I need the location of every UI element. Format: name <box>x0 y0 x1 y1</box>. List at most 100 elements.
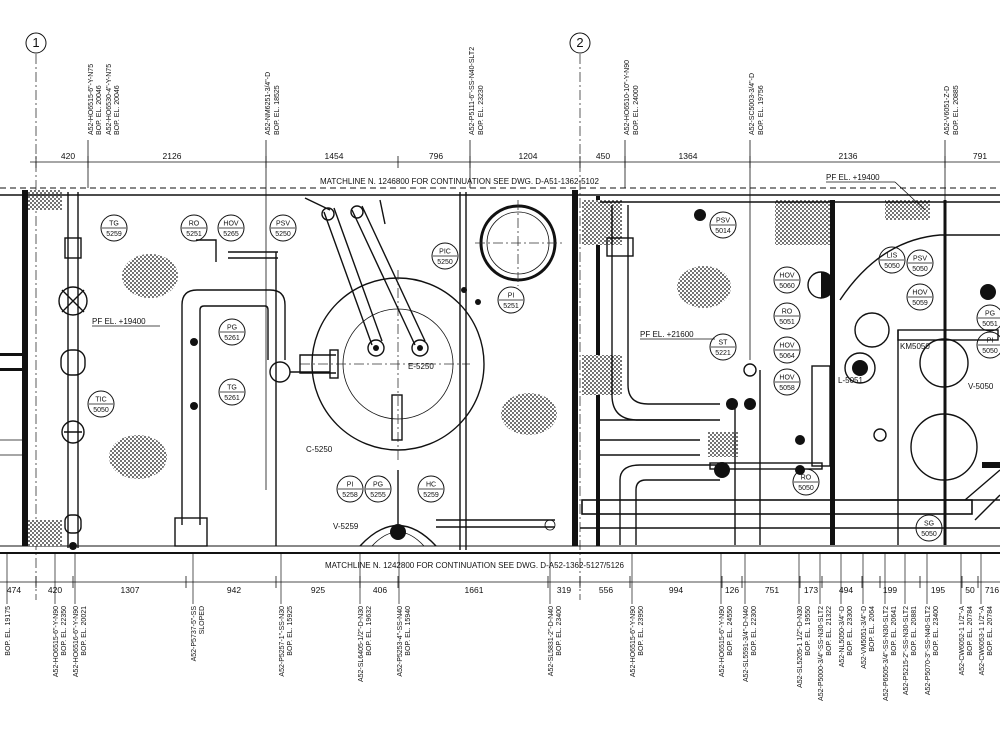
dim-bottom: 994 <box>669 585 683 595</box>
line-tag: A52-P5253-4"-SS-N40 <box>397 606 404 677</box>
instrument-number: 5265 <box>223 231 239 238</box>
dim-top: 2126 <box>163 151 182 161</box>
dim-top: 1364 <box>679 151 698 161</box>
top-dimension-chain: 420 2126 1454 796 1204 450 1364 2136 791 <box>30 151 1000 168</box>
dim-top: 796 <box>429 151 443 161</box>
instrument-number: 5050 <box>798 485 814 492</box>
dim-bottom: 556 <box>599 585 613 595</box>
line-elevation: BOP. EL. 18525 <box>274 85 281 135</box>
instrument-bubble: HOV 5265 <box>217 214 245 242</box>
instrument-bubble: RO 5251 <box>180 214 208 242</box>
line-tag: A52-SC5003-3/4"-D <box>749 73 756 135</box>
instrument-number: 5050 <box>982 348 998 355</box>
line-tag: A52-SL5591-3/4"-D-N40 <box>743 606 750 682</box>
grid-label: 2 <box>576 35 583 50</box>
instrument-type: PG <box>227 325 237 332</box>
dim-bottom: 1661 <box>465 585 484 595</box>
vertical-pipe-left <box>58 192 88 550</box>
grid-axis-1: 1 <box>25 32 47 600</box>
instrument-number: 5251 <box>186 231 202 238</box>
line-tag: A52-SL6405-1/2"-D-N30 <box>358 606 365 682</box>
dim-top: 1204 <box>519 151 538 161</box>
instrument-number: 5058 <box>779 385 795 392</box>
dim-bottom: 942 <box>227 585 241 595</box>
instrument-bubble: PI 5050 <box>976 331 1000 359</box>
instrument-number: 5050 <box>93 407 109 414</box>
grid-axis-2: 2 <box>569 32 591 600</box>
line-elevation: BOP. EL. 24000 <box>633 85 640 135</box>
dim-top: 450 <box>596 151 610 161</box>
instrument-number: 5014 <box>715 228 731 235</box>
instrument-number: 5261 <box>224 395 240 402</box>
dim-bottom: 126 <box>725 585 739 595</box>
instrument-type: PI <box>987 338 994 345</box>
line-elevation: BOP. EL. 24550 <box>727 606 734 656</box>
instrument-number: 5250 <box>437 259 453 266</box>
equipment-label: V-5259 <box>333 522 359 531</box>
line-elevation: BOP. EL. 23950 <box>638 606 645 656</box>
floor-elevation-label: PF EL. +19400 <box>826 173 880 182</box>
bottom-dimension-chain: 474 420 1307 942 925 406 1661 319 556 99… <box>0 576 1000 595</box>
dim-top: 2136 <box>839 151 858 161</box>
line-elevation: BOP. EL. 15925 <box>287 606 294 656</box>
instrument-type: TIC <box>95 397 106 404</box>
line-tag: A52-P5070-3"-SS-N40-SLT2 <box>925 606 932 695</box>
instrument-type: HOV <box>223 221 239 228</box>
instrument-number: 5251 <box>503 303 519 310</box>
dim-top: 420 <box>61 151 75 161</box>
instrument-number: 5050 <box>884 263 900 270</box>
instrument-number: 5050 <box>912 266 928 273</box>
dim-bottom: 494 <box>839 585 853 595</box>
instrument-type: RO <box>801 475 812 482</box>
instrument-type: ST <box>719 340 729 347</box>
instrument-type: RO <box>189 221 200 228</box>
matchline-bottom-text: MATCHLINE N. 1242800 FOR CONTINUATION SE… <box>325 561 624 570</box>
line-tag: A52-V6051-Z-D <box>944 86 951 135</box>
instrument-bubble: TIC 5050 <box>87 390 115 418</box>
matchline-top-text: MATCHLINE N. 1246800 FOR CONTINUATION SE… <box>320 177 599 186</box>
line-tag: A52-HO6516-6"-Y-N90 <box>73 606 80 677</box>
instrument-type: PI <box>508 293 515 300</box>
line-elevation: BOP. EL. 20784 <box>967 606 974 656</box>
instrument-bubble: PI 5251 <box>497 286 525 314</box>
instrument-bubble: RO 5050 <box>792 468 820 496</box>
bottom-line-tag: BOP. EL. 19175 <box>5 553 12 656</box>
line-tag: A52-CW6053-1 1/2"-A <box>979 606 986 676</box>
line-tag: A52-HO6530-4"-Y-N75 <box>106 64 113 135</box>
instrument-type: HOV <box>779 343 795 350</box>
line-tag: A52-HO6515-6"-Y-N90 <box>719 606 726 677</box>
instrument-type: PSV <box>276 221 290 228</box>
line-elevation: BOP. EL. 20881 <box>911 606 918 656</box>
line-elevation: BOP. EL. 22350 <box>61 606 68 656</box>
instrument-number: 5261 <box>224 335 240 342</box>
instrument-bubbles: TG5259RO5251HOV5265PSV5250PG5261TG5261TI… <box>87 211 1000 542</box>
floor-elevation-label: PF EL. +19400 <box>92 317 146 326</box>
equipment-label: C-5250 <box>306 445 333 454</box>
line-elevation: BOP. EL. 19550 <box>805 606 812 656</box>
line-tag: A52-P5111-6"-SS-N40-SLT2 <box>469 47 476 135</box>
instrument-type: PSV <box>913 256 927 263</box>
top-line-tags: A52-HO6515-6"-Y-N75 BOP. EL. 20046 A52-H… <box>87 47 960 490</box>
heat-exchanger-e-5250: E-5250 C-5250 <box>299 197 485 460</box>
line-elevation: BOP. EL. 23400 <box>933 606 940 656</box>
line-tag: A52-NM6251-3/4"-D <box>265 72 272 135</box>
instrument-number: 5064 <box>779 353 795 360</box>
line-tag: A52-P5257-1"-SS-N30 <box>279 606 286 677</box>
